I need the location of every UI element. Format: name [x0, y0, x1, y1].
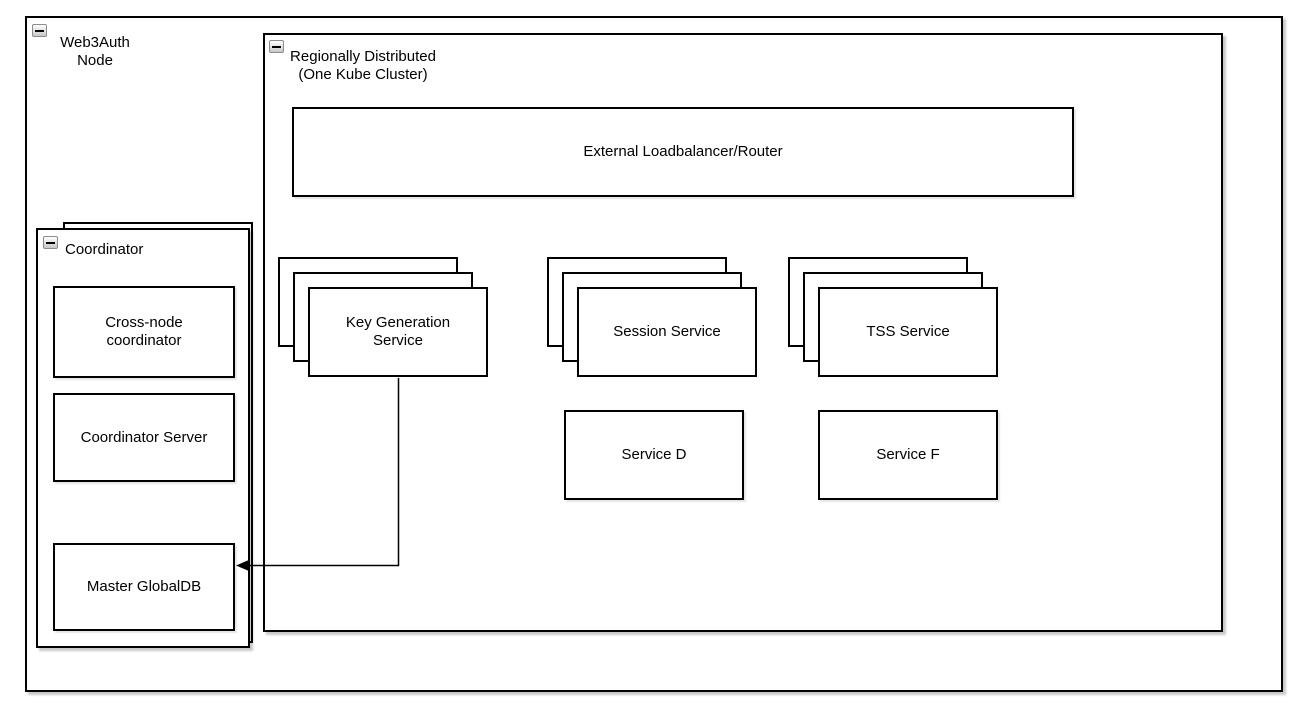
master-globaldb-label: Master GlobalDB	[86, 578, 202, 595]
session-service-label: Session Service	[613, 323, 721, 340]
coordinator-server-box[interactable]: Coordinator Server	[53, 393, 235, 482]
key-generation-service-label: Key Generation Service	[345, 314, 451, 349]
service-d-box[interactable]: Service D	[564, 410, 744, 500]
session-service-stack[interactable]: Session Service	[547, 257, 758, 378]
external-loadbalancer-box[interactable]: External Loadbalancer/Router	[292, 107, 1074, 197]
cross-node-coordinator-label: Cross-node coordinator	[105, 314, 183, 349]
collapse-minus-icon[interactable]	[269, 40, 284, 53]
minus-icon	[46, 241, 55, 244]
collapse-minus-icon[interactable]	[43, 236, 58, 249]
external-loadbalancer-label: External Loadbalancer/Router	[583, 143, 783, 160]
tss-service-label: TSS Service	[866, 323, 950, 340]
service-d-label: Service D	[621, 446, 687, 463]
cross-node-coordinator-box[interactable]: Cross-node coordinator	[53, 286, 235, 378]
key-generation-service-stack[interactable]: Key Generation Service	[278, 257, 489, 378]
coordinator-server-label: Coordinator Server	[80, 428, 208, 446]
web3auth-node-title: Web3Auth Node	[60, 34, 130, 69]
coordinator-title: Coordinator	[65, 241, 144, 258]
tss-service-box[interactable]: TSS Service	[818, 287, 998, 377]
master-globaldb-box[interactable]: Master GlobalDB	[53, 543, 235, 631]
minus-icon	[35, 29, 44, 32]
tss-service-stack[interactable]: TSS Service	[788, 257, 999, 378]
collapse-minus-icon[interactable]	[32, 24, 47, 37]
key-generation-service-box[interactable]: Key Generation Service	[308, 287, 488, 377]
service-f-label: Service F	[876, 446, 940, 463]
regional-cluster-title: Regionally Distributed (One Kube Cluster…	[290, 48, 436, 83]
session-service-box[interactable]: Session Service	[577, 287, 757, 377]
service-f-box[interactable]: Service F	[818, 410, 998, 500]
minus-icon	[272, 45, 281, 48]
